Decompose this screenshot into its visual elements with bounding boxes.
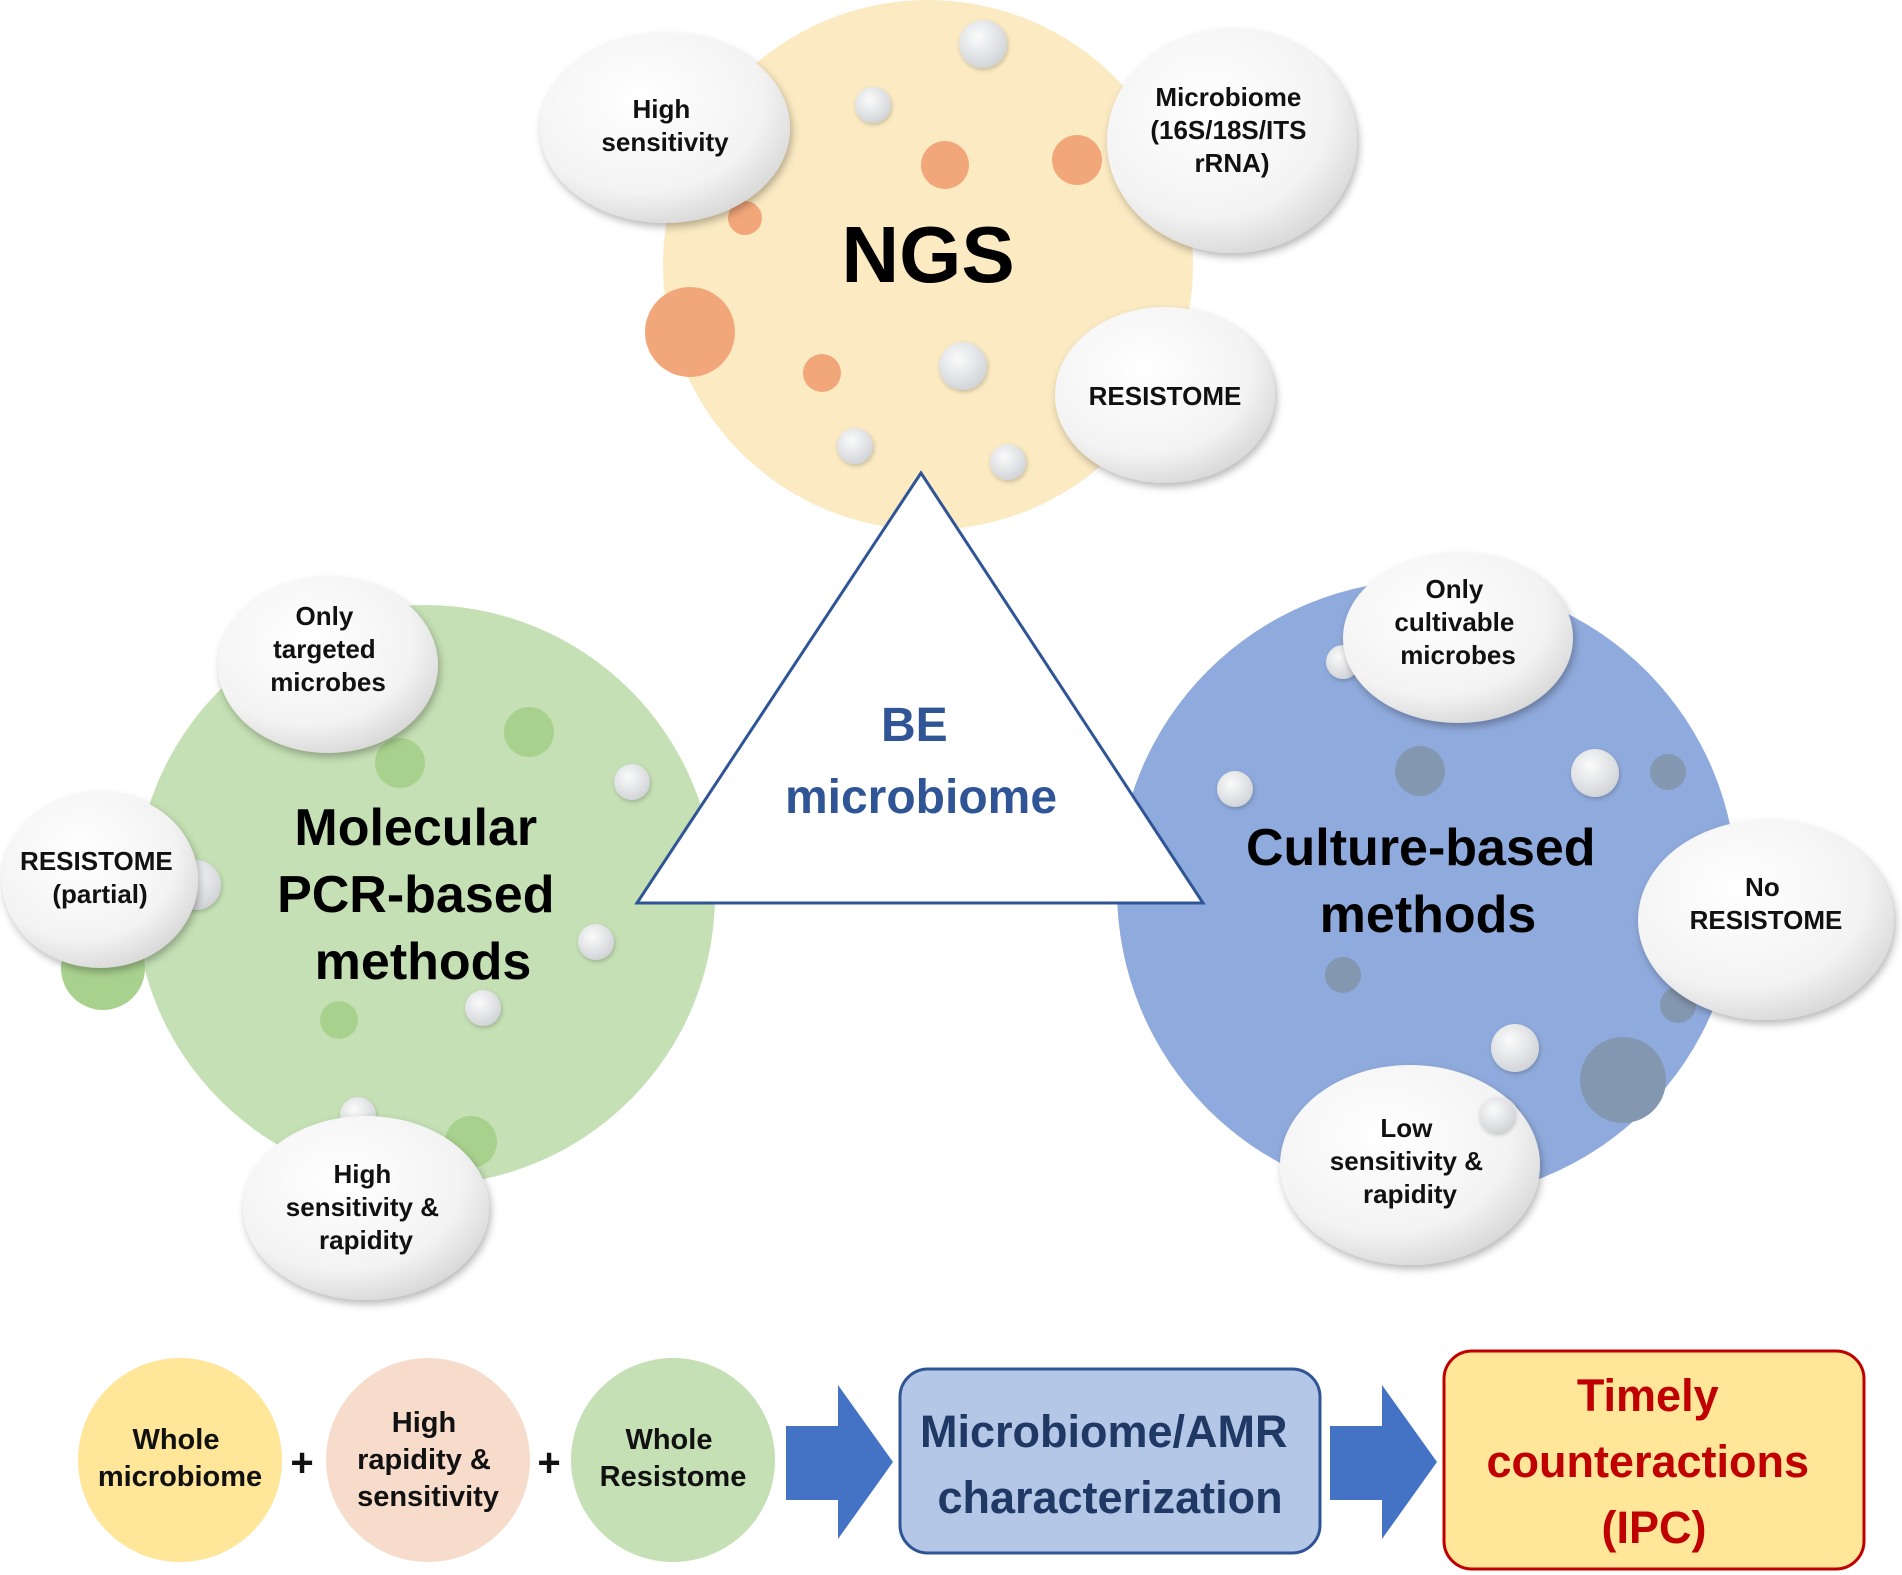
flow-box-line: Microbiome/AMR [920, 1406, 1288, 1457]
molecular-bubble-line: targeted [273, 634, 376, 664]
culture-grey-dot-on-bubble [1479, 1097, 1515, 1133]
center-triangle [634, 470, 1206, 905]
culture-title-line: methods [1320, 886, 1537, 944]
molecular-title-line: methods [315, 933, 532, 991]
molecular-bubble-targeted: Only targeted microbes [218, 577, 438, 753]
flow-circle-line: sensitivity [357, 1481, 499, 1513]
culture-title-line: Culture-based [1246, 819, 1596, 877]
culture-bubble-cultivable: Only cultivable microbes [1343, 553, 1573, 723]
molecular-bubble-line: (partial) [52, 879, 147, 909]
flow-circle-line: Whole [625, 1424, 712, 1456]
svg-text:RESISTOME (partial): RESISTOME (partial) [20, 846, 180, 909]
molecular-circle [135, 605, 715, 1185]
culture-bubble-line: RESISTOME [1690, 905, 1843, 935]
center-label: BE microbiome [785, 699, 1057, 824]
flow-box-line: counteractions [1486, 1436, 1809, 1487]
culture-bubble-line: rapidity [1363, 1179, 1457, 1209]
culture-bubble-line: Low [1380, 1113, 1433, 1143]
molecular-title-line: Molecular [294, 799, 537, 857]
molecular-title-line: PCR-based [277, 866, 554, 924]
flow-circle-line: rapidity & [357, 1444, 491, 1476]
molecular-bubble-line: High [334, 1159, 392, 1189]
ngs-bubble-microbiome: Microbiome (16S/18S/ITS rRNA) [1107, 29, 1357, 253]
ngs-bubble-line: High [633, 94, 691, 124]
ngs-bubble-line: (16S/18S/ITS [1150, 115, 1306, 145]
culture-bubble-line: Only [1425, 574, 1483, 604]
flow-circle-whole-resistome: Whole Resistome [571, 1358, 775, 1562]
ngs-bubble-line: rRNA) [1194, 148, 1269, 178]
molecular-title: Molecular PCR-based methods [277, 799, 569, 991]
culture-bubble-line: cultivable [1394, 607, 1514, 637]
center-label-line: microbiome [785, 771, 1057, 824]
flow-arrow-2 [1330, 1385, 1437, 1539]
ngs-grey-dots [837, 20, 1026, 480]
flow-circle-line: microbiome [98, 1461, 262, 1493]
svg-text:Whole microbiome: Whole microbiome [98, 1424, 262, 1493]
molecular-bubble-line: sensitivity & [286, 1192, 439, 1222]
culture-circle [1117, 580, 1737, 1200]
flow-circle-line: Resistome [600, 1461, 747, 1493]
molecular-bubble-line: Only [295, 601, 353, 631]
molecular-group: Molecular PCR-based methods Only targete… [2, 577, 715, 1300]
flow-arrow-1 [786, 1385, 893, 1539]
flow-box-line: characterization [937, 1472, 1282, 1523]
ngs-bubble-line: RESISTOME [1089, 381, 1242, 411]
culture-title: Culture-based methods [1246, 819, 1610, 944]
flow-box-counteractions: Timely counteractions (IPC) [1442, 1349, 1866, 1571]
svg-text:Microbiome (16S/18S/IT: Microbiome (16S/18S/ITS rRNA) [1150, 82, 1313, 178]
svg-text:High sensitivity: High sensitivity [601, 94, 729, 157]
center-triangle-group: BE microbiome [634, 470, 1206, 905]
flow-circle-line: High [392, 1407, 456, 1439]
molecular-bubble-resistome: RESISTOME (partial) [2, 792, 198, 968]
flow-plus-1: + [290, 1441, 313, 1485]
culture-group: Culture-based methods Only cultivable mi… [1117, 553, 1894, 1265]
flow-plus-2: + [537, 1441, 560, 1485]
ngs-bubble-line: sensitivity [601, 127, 729, 157]
flow-box-line: Timely [1577, 1370, 1719, 1421]
molecular-bubble-line: RESISTOME [20, 846, 173, 876]
center-label-line: BE [881, 699, 948, 752]
ngs-decorative-dots [645, 135, 1102, 392]
ngs-title: NGS [841, 210, 1014, 299]
bottom-flow: Whole microbiome + High rapidity & sensi… [78, 1349, 1866, 1571]
svg-text:Whole Resistome: Whole Resistome [600, 1424, 747, 1493]
ngs-group: NGS High sensitivity Microbiome (16S/18S… [540, 0, 1357, 530]
culture-bubble-line: sensitivity & [1330, 1146, 1483, 1176]
svg-text:High sensitivity &: High sensitivity & rapidity [286, 1159, 446, 1255]
culture-bubble-low-sensitivity: Low sensitivity & rapidity [1280, 1065, 1540, 1265]
svg-text:Microbiome/AMR charact: Microbiome/AMR characterization [920, 1406, 1300, 1523]
molecular-bubble-line: rapidity [319, 1225, 413, 1255]
flow-box-line: (IPC) [1602, 1502, 1707, 1553]
flow-circle-line: Whole [132, 1424, 219, 1456]
svg-text:Only targeted: Only targeted microbes [270, 601, 386, 697]
flow-circle-whole-microbiome: Whole microbiome [78, 1358, 282, 1562]
svg-text:Timely counteractions: Timely counteractions (IPC) [1486, 1370, 1821, 1553]
culture-decorative-dots [1325, 746, 1696, 1123]
flow-box-characterization: Microbiome/AMR characterization [898, 1367, 1322, 1555]
flow-circle-high-rapidity: High rapidity & sensitivity [326, 1358, 530, 1562]
culture-bubble-no-resistome: No RESISTOME [1638, 820, 1894, 1020]
svg-text:No RESISTOME: No RESISTOME [1690, 872, 1843, 935]
molecular-bubble-line: microbes [270, 667, 386, 697]
svg-text:Only cultivable: Only cultivable microbes [1394, 574, 1521, 670]
molecular-bubble-high-sensitivity: High sensitivity & rapidity [243, 1116, 489, 1300]
svg-text:Low sensitivity &: Low sensitivity & rapidity [1330, 1113, 1490, 1209]
ngs-bubble-resistome: RESISTOME [1055, 307, 1275, 483]
ngs-bubble-line: Microbiome [1155, 82, 1301, 112]
culture-bubble-line: No [1745, 872, 1780, 902]
svg-text:High rapidity &: High rapidity & sensitivity [357, 1407, 499, 1513]
ngs-bubble-high-sensitivity: High sensitivity [540, 33, 790, 223]
culture-bubble-line: microbes [1400, 640, 1516, 670]
